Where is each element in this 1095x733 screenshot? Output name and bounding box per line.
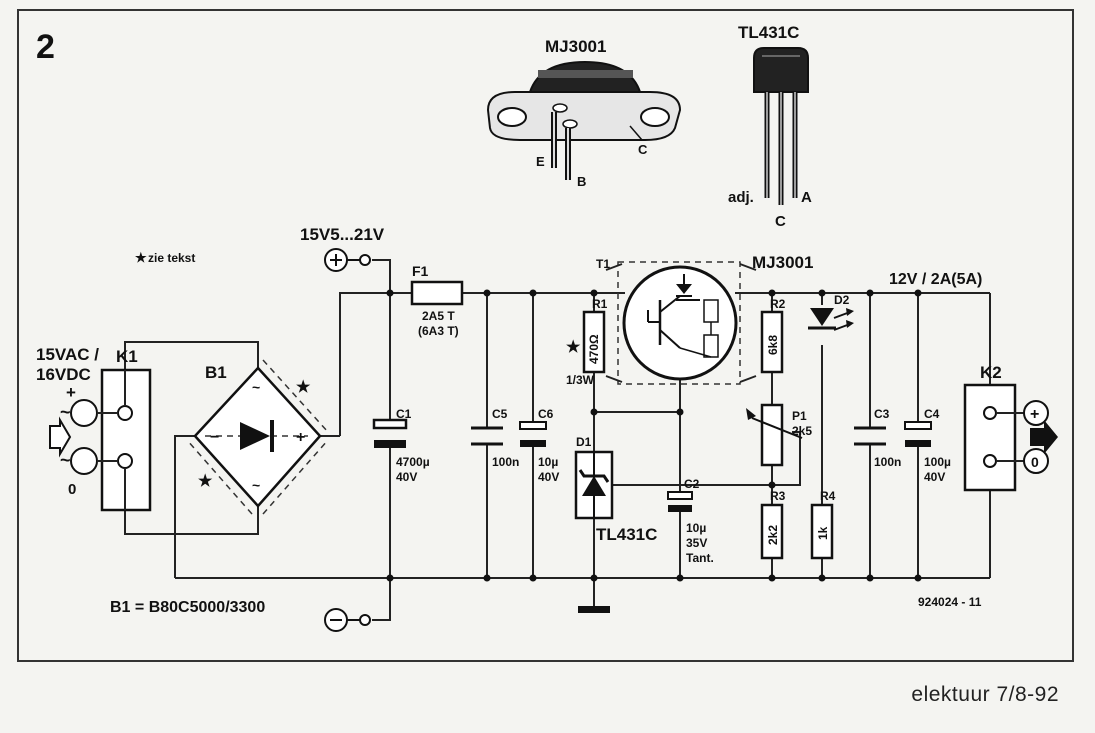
c4-label: C4: [924, 407, 940, 421]
t1-label: T1: [596, 257, 610, 271]
tl431-pin-a: A: [801, 189, 812, 206]
c3-capacitor: [854, 426, 886, 446]
input-dc-label: 16VDC: [36, 365, 91, 384]
drawing-code: 924024 - 11: [918, 595, 982, 609]
f1-value-2: (6A3 T): [418, 324, 459, 338]
b1-bridge-rectifier: [186, 359, 329, 515]
input-ac-tilde-1: ~: [60, 402, 71, 422]
b1-plus: +: [296, 429, 305, 446]
p1-value: 2k5: [792, 424, 812, 438]
c1-capacitor: [372, 418, 408, 448]
b1-star-top: ★: [296, 379, 311, 396]
b1-minus: −: [210, 429, 219, 446]
r2-resistor: [760, 310, 784, 374]
c6-value-1: 10µ: [538, 455, 558, 469]
k1-label: K1: [116, 347, 138, 366]
c6-label: C6: [538, 407, 554, 421]
c3-value: 100n: [874, 455, 901, 469]
tl431-pin-adj: adj.: [728, 189, 754, 206]
input-plus-label: +: [66, 383, 76, 402]
d2-label: D2: [834, 293, 850, 307]
input-terminal-plus: [324, 248, 371, 272]
c4-capacitor: [904, 421, 932, 447]
b1-type-label: B1 = B80C5000/3300: [110, 599, 265, 616]
d1-label: D1: [576, 435, 592, 449]
f1-label: F1: [412, 263, 429, 279]
f1-value-1: 2A5 T: [422, 309, 455, 323]
r4-label: R4: [820, 489, 836, 503]
mj3001-package: [486, 60, 682, 180]
k2-plus: +: [1030, 406, 1039, 423]
b1-tilde-top: ~: [252, 379, 260, 395]
c1-label: C1: [396, 407, 412, 421]
k2-zero: 0: [1031, 454, 1039, 470]
c4-value-1: 100µ: [924, 455, 951, 469]
d1-type: TL431C: [596, 525, 657, 544]
figure-frame: [17, 9, 1074, 662]
b1-tilde-bottom: ~: [252, 477, 260, 493]
c1-value-2: 40V: [396, 470, 417, 484]
r4-resistor: [810, 503, 834, 560]
p1-potentiometer: [746, 403, 803, 467]
d2-led: [808, 308, 854, 331]
r3-resistor: [760, 503, 784, 560]
tl431-package: [753, 47, 809, 205]
tl431-pin-c: C: [775, 213, 786, 230]
c5-capacitor: [471, 426, 503, 446]
c4-value-2: 40V: [924, 470, 945, 484]
d1-tl431-regulator: [574, 450, 614, 520]
c2-value-2: 35V: [686, 536, 707, 550]
junction-dots: [386, 289, 922, 582]
r2-value: 6k8: [766, 335, 780, 355]
r1-label: R1: [592, 297, 608, 311]
t1-type: MJ3001: [752, 253, 813, 272]
mj3001-pin-c: C: [638, 142, 648, 157]
r1-star: ★: [566, 339, 581, 356]
input-ac-tilde-2: ~: [60, 450, 71, 470]
c2-value-3: Tant.: [686, 551, 714, 565]
f1-fuse: [410, 280, 464, 306]
zie-tekst-star: ★: [135, 250, 147, 265]
r1-power: 1/3W: [566, 373, 595, 387]
k1-connector: [49, 368, 152, 512]
publication-footer: elektuur 7/8-92: [911, 683, 1059, 706]
c5-label: C5: [492, 407, 508, 421]
r1-value: 470Ω: [587, 334, 601, 364]
c2-capacitor: [667, 491, 693, 512]
r1-resistor: [582, 310, 606, 374]
mj3001-pin-e: E: [536, 154, 545, 169]
output-label: 12V / 2A(5A): [889, 271, 982, 288]
mj3001-pin-b: B: [577, 174, 586, 189]
b1-label: B1: [205, 363, 227, 382]
c6-value-2: 40V: [538, 470, 559, 484]
k2-label: K2: [980, 363, 1002, 382]
c5-value: 100n: [492, 455, 519, 469]
r3-value: 2k2: [766, 525, 780, 545]
r3-label: R3: [770, 489, 786, 503]
c1-value-1: 4700µ: [396, 455, 430, 469]
ground-symbol: [578, 606, 610, 613]
tl431-package-title: TL431C: [738, 23, 799, 42]
zie-tekst-label: zie tekst: [148, 251, 195, 265]
r4-value: 1k: [816, 526, 830, 540]
input-zero-label: 0: [68, 481, 76, 498]
r2-label: R2: [770, 297, 786, 311]
input-ac-label: 15VAC /: [36, 345, 99, 364]
c2-value-1: 10µ: [686, 521, 706, 535]
t1-darlington-transistor: [605, 261, 757, 385]
c2-label: C2: [684, 477, 700, 491]
p1-label: P1: [792, 409, 807, 423]
mj3001-package-title: MJ3001: [545, 37, 606, 56]
figure-number: 2: [36, 28, 55, 66]
input-terminal-minus: [324, 608, 371, 632]
c3-label: C3: [874, 407, 890, 421]
b1-star-bottom: ★: [198, 473, 213, 490]
input-range-label: 15V5...21V: [300, 225, 385, 244]
c6-capacitor: [519, 421, 547, 447]
k2-connector: [963, 383, 1058, 492]
